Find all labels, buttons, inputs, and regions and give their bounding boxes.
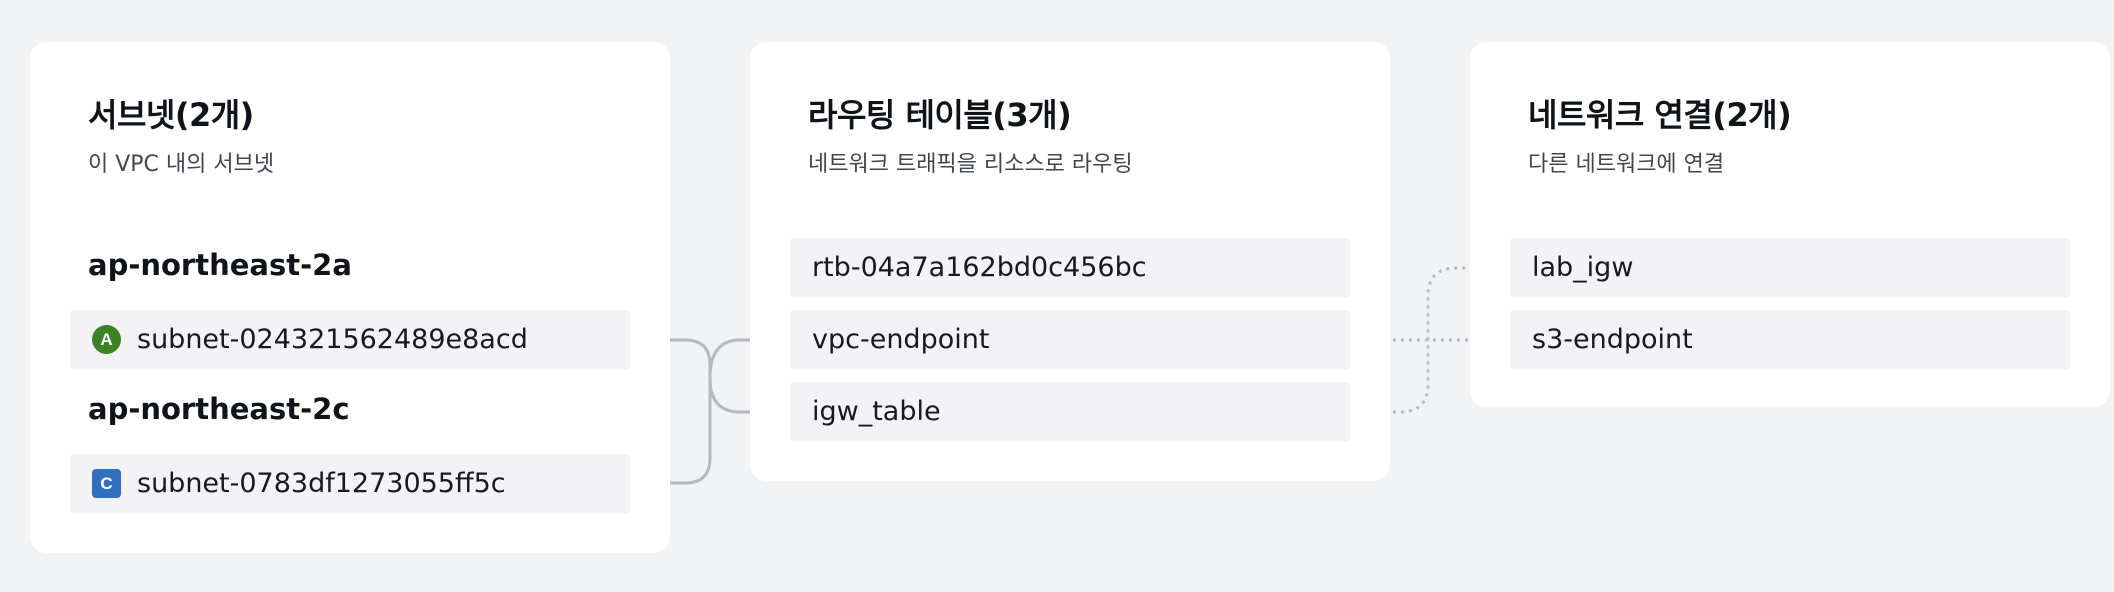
connector-subnet-c-to-vpc-endpoint <box>630 378 712 485</box>
route-table-item-rtb[interactable]: rtb-04a7a162bd0c456bc <box>790 238 1350 297</box>
availability-zone-c-icon: C <box>92 469 121 498</box>
subnets-subtitle: 이 VPC 내의 서브넷 <box>88 152 275 177</box>
route-tables-title: 라우팅 테이블(3개) <box>808 96 1072 134</box>
network-connection-item-lab-igw[interactable]: lab_igw <box>1510 238 2070 297</box>
network-connections-title: 네트워크 연결(2개) <box>1528 96 1792 134</box>
route-tables-card: 라우팅 테이블(3개) 네트워크 트래픽을 리소스로 라우팅 rtb-04a7a… <box>750 42 1390 481</box>
az-title-2a: ap-northeast-2a <box>88 248 352 282</box>
connector-igw-table-to-lab-igw <box>1353 266 1510 414</box>
network-connection-name: s3-endpoint <box>1532 324 1693 355</box>
network-connection-item-s3-endpoint[interactable]: s3-endpoint <box>1510 310 2070 369</box>
connector-subnets-to-igw-table <box>708 377 790 414</box>
route-table-name: vpc-endpoint <box>812 324 990 355</box>
subnets-title: 서브넷(2개) <box>88 96 254 134</box>
subnets-card: 서브넷(2개) 이 VPC 내의 서브넷 ap-northeast-2a A s… <box>30 42 670 553</box>
az-title-2c: ap-northeast-2c <box>88 392 350 426</box>
subnet-id: subnet-024321562489e8acd <box>137 324 528 355</box>
route-table-item-igw-table[interactable]: igw_table <box>790 382 1350 441</box>
connector-subnet-a-to-vpc-endpoint <box>630 338 790 379</box>
subnet-id: subnet-0783df1273055ff5c <box>137 468 506 499</box>
route-table-name: rtb-04a7a162bd0c456bc <box>812 252 1147 283</box>
network-connection-name: lab_igw <box>1532 252 1634 283</box>
subnet-item-2c[interactable]: C subnet-0783df1273055ff5c <box>70 454 630 513</box>
availability-zone-a-icon: A <box>92 325 121 354</box>
subnet-item-2a[interactable]: A subnet-024321562489e8acd <box>70 310 630 369</box>
route-tables-subtitle: 네트워크 트래픽을 리소스로 라우팅 <box>808 152 1133 177</box>
network-connections-card: 네트워크 연결(2개) 다른 네트워크에 연결 lab_igw s3-endpo… <box>1470 42 2110 407</box>
route-table-name: igw_table <box>812 396 941 427</box>
network-connections-subtitle: 다른 네트워크에 연결 <box>1528 152 1725 177</box>
route-table-item-vpc-endpoint[interactable]: vpc-endpoint <box>790 310 1350 369</box>
